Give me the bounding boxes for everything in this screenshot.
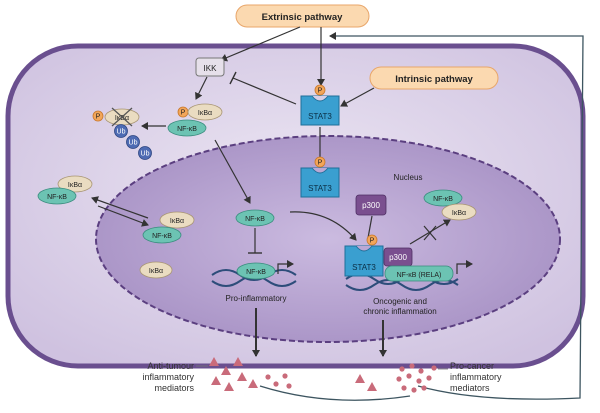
svg-text:P: P [318,160,323,167]
ikba-nfkb-complex-cytoplasm: IκBα NF-κB [37,175,93,205]
stat3-nucleus: P STAT3 [300,156,340,198]
svg-text:IκBα: IκBα [170,218,184,225]
pro-cancer-triangles [355,374,377,391]
arrow-nuclear-export [91,196,149,219]
anti-tumour-dots [265,373,292,389]
feedback-loop-right [329,32,584,400]
dna-pro-inflammatory: NF-κB [211,260,297,287]
anti-tumour-label-line2: inflammatory [142,372,194,382]
intrinsic-pathway-box: Intrinsic pathway [369,66,499,90]
svg-text:p300: p300 [389,253,407,262]
arrow-convergence [289,211,357,241]
pro-cancer-label-line3: mediators [450,383,490,393]
anti-tumour-label-line1: Anti-tumour [147,361,194,371]
intrinsic-pathway-label: Intrinsic pathway [395,74,473,85]
arrow-nuclear-import [97,205,149,227]
oncogenic-label-line1: Oncogenic and [373,297,427,306]
ikk-box: IKK [195,57,225,77]
svg-text:NF-κB (RELA): NF-κB (RELA) [397,272,442,279]
svg-text:Ub: Ub [129,140,138,147]
ubiquitin [114,124,128,138]
p300-free: p300 [355,194,387,216]
pro-cancer-label-line2: inflammatory [450,372,502,382]
inhibition-stat3-to-ikk [232,77,297,105]
ikba-nfkb-complex-phospho: P IκBα NF-κB [167,103,223,137]
svg-text:STAT3: STAT3 [308,184,332,193]
stat3-p300-nfkb-complex: P STAT3 p300 NF-κB (RELA) [344,234,473,282]
svg-text:Ub: Ub [117,129,126,136]
arrow-nfkb-into-nucleus [214,139,251,204]
anti-tumour-triangles [209,357,258,391]
ikba-nfkb-complex-nucleus: IκBα NF-κB [142,211,195,244]
arrow-ikk-to-complex [195,76,208,100]
svg-text:IκBα: IκBα [149,268,163,275]
extrinsic-pathway-box: Extrinsic pathway [235,4,370,28]
svg-text:NF-κB: NF-κB [177,126,197,133]
ubiquitin [126,135,140,149]
svg-text:Ub: Ub [141,151,150,158]
svg-text:IκBα: IκBα [115,115,129,122]
pro-inflammatory-label: Pro-inflammatory [226,294,287,303]
transcription-start-arrow [277,260,294,274]
svg-text:NF-κB: NF-κB [152,233,172,240]
pro-cancer-dots [396,363,437,393]
ubiquitinated-ikba: P IκBα Ub Ub Ub [92,107,152,160]
svg-text:IκBα: IκBα [68,182,82,189]
arrow-blocked-export [409,219,451,245]
oncogenic-label-line2: chronic inflammation [363,307,436,316]
svg-text:STAT3: STAT3 [308,112,332,121]
arrow-intrinsic-to-stat3 [340,87,375,107]
extrinsic-pathway-label: Extrinsic pathway [262,12,343,23]
ikk-label: IKK [204,64,218,73]
svg-text:NF-κB: NF-κB [246,269,266,276]
ubiquitin [138,146,152,160]
svg-text:STAT3: STAT3 [352,263,376,272]
feedback-loop-bottom [259,385,411,401]
svg-text:NF-κB: NF-κB [245,216,265,223]
svg-text:IκBα: IκBα [452,210,466,217]
transcription-start-arrow-2 [456,260,473,274]
stat3-cytoplasm: P STAT3 [300,84,340,126]
ikba-free-nucleus: IκBα [139,261,173,279]
svg-text:P: P [318,88,323,95]
nfkb-nucleus: NF-κB [235,209,275,227]
svg-text:IκBα: IκBα [198,110,212,117]
svg-text:P: P [181,110,186,117]
svg-text:NF-κB: NF-κB [433,196,453,203]
pro-cancer-label-line1: Pro-cancer [450,361,494,371]
nucleus [95,135,561,343]
anti-tumour-label-line3: mediators [154,383,194,393]
svg-text:P: P [96,114,101,121]
nucleus-label: Nucleus [394,173,423,182]
ikba-nfkb-complex-right: NF-κB IκBα [423,189,477,221]
arrow-extrinsic-to-ikk [220,26,301,62]
svg-text:NF-κB: NF-κB [47,194,67,201]
svg-text:P: P [370,238,375,245]
svg-text:p300: p300 [362,201,380,210]
